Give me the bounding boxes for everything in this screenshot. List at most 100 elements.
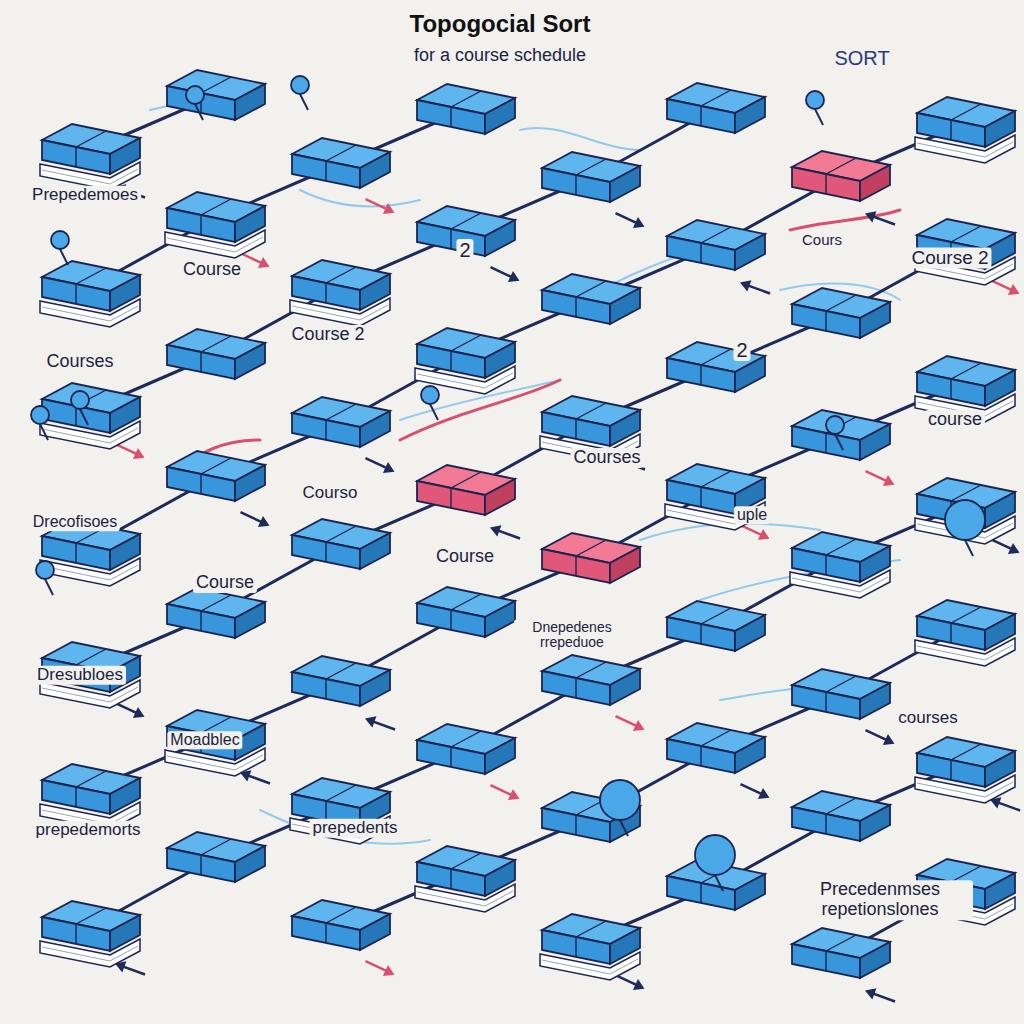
course-block <box>167 329 265 379</box>
course-block <box>792 410 890 460</box>
pin-circle <box>806 91 824 125</box>
text-label: prepedemorts <box>33 821 144 840</box>
course-block <box>792 928 890 978</box>
text-label: Precedenmses repetionslones <box>787 880 973 920</box>
text-label: 2 <box>456 239 473 261</box>
text-label: Course 2 <box>288 325 367 345</box>
course-block <box>40 124 140 190</box>
text-label: Courso <box>300 484 361 503</box>
course-block <box>540 914 640 980</box>
course-block <box>167 451 265 501</box>
pin-circle <box>600 780 640 836</box>
course-block <box>915 97 1015 163</box>
pin-circle <box>421 386 439 420</box>
course-block <box>667 601 765 651</box>
text-label: prepedents <box>309 819 400 838</box>
curve-line <box>300 190 420 207</box>
pin-circle <box>71 391 89 425</box>
course-block <box>167 70 265 120</box>
curve-line <box>520 128 640 150</box>
course-block <box>415 328 515 394</box>
course-block <box>292 656 390 706</box>
course-block <box>292 519 390 569</box>
course-block <box>292 397 390 447</box>
arrow-mark <box>363 713 397 735</box>
pin-circle <box>945 500 985 556</box>
arrow-mark <box>613 208 647 232</box>
course-block <box>292 138 390 188</box>
course-block <box>915 737 1015 803</box>
text-label: Courses <box>43 352 116 372</box>
arrow-mark <box>738 779 772 803</box>
text-label: Drecofisoes <box>30 513 120 531</box>
text-label: uple <box>734 506 770 524</box>
course-block <box>167 588 265 638</box>
course-block <box>792 791 890 841</box>
course-block <box>40 383 140 449</box>
arrow-mark <box>613 711 647 735</box>
course-block <box>417 465 515 515</box>
arrow-mark <box>863 725 897 749</box>
course-block <box>417 587 515 637</box>
course-block <box>792 151 890 201</box>
course-block <box>667 220 765 270</box>
course-block <box>415 846 515 912</box>
pin-circle <box>695 835 735 891</box>
course-block <box>165 710 265 776</box>
arrow-mark <box>363 453 397 477</box>
course-block <box>542 655 640 705</box>
course-block <box>792 669 890 719</box>
pin-circle <box>186 86 204 120</box>
pin-circle <box>826 416 844 450</box>
course-block <box>417 724 515 774</box>
text-label: Courses <box>570 448 643 468</box>
arrow-mark <box>488 522 522 544</box>
course-block <box>290 260 390 326</box>
course-block <box>667 723 765 773</box>
text-label: Prepedemoes <box>29 186 141 205</box>
text-label: courses <box>895 709 961 728</box>
text-label: Course <box>433 547 497 567</box>
pin-circle <box>31 406 49 440</box>
course-block <box>165 192 265 258</box>
pin-circle <box>291 76 309 110</box>
course-block <box>292 900 390 950</box>
text-label: SORT <box>831 47 892 69</box>
arrow-mark <box>238 507 272 531</box>
course-block <box>40 261 140 327</box>
course-block <box>40 901 140 967</box>
text-label: Dnepedenes rrepeduoe <box>514 620 630 651</box>
pin-circle <box>51 231 69 265</box>
text-label: Course <box>180 260 244 280</box>
text-label: Moadblec <box>167 731 242 749</box>
course-block <box>542 152 640 202</box>
course-block <box>542 274 640 324</box>
course-block <box>167 832 265 882</box>
course-block <box>417 84 515 134</box>
arrow-mark <box>488 780 522 804</box>
text-label: Cours <box>799 232 845 249</box>
pin-circle <box>36 561 54 595</box>
arrow-mark <box>863 985 897 1007</box>
course-block <box>542 533 640 583</box>
text-label: Course 2 <box>908 248 991 269</box>
course-block <box>790 532 890 598</box>
text-label: course <box>925 410 985 430</box>
arrow-mark <box>363 956 397 980</box>
arrow-mark <box>863 466 897 490</box>
text-label: Course <box>193 573 257 593</box>
course-block <box>915 600 1015 666</box>
text-label: for a course schedule <box>411 46 589 66</box>
curve-line <box>790 210 900 230</box>
course-block <box>667 83 765 133</box>
arrow-mark <box>488 262 522 286</box>
arrow-mark <box>363 194 397 218</box>
arrow-mark <box>863 208 897 230</box>
course-block <box>792 288 890 338</box>
text-label: Dresubloes <box>34 666 126 685</box>
text-label: 2 <box>733 339 750 361</box>
arrow-mark <box>738 277 772 299</box>
course-block <box>915 478 1015 544</box>
title: Topogocial Sort <box>407 11 594 37</box>
